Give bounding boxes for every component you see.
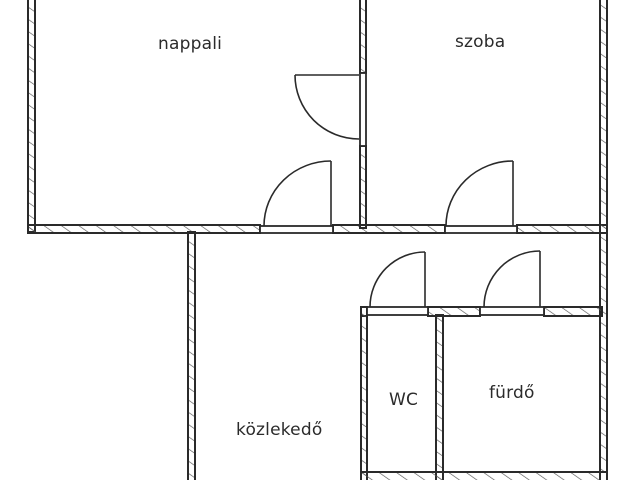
wall-nappali-left [27, 0, 36, 233]
room-label-furdo: fürdő [489, 383, 535, 403]
wall-right [599, 0, 608, 480]
room-label-kozlekedo: közlekedő [236, 420, 323, 440]
room-label-szoba: szoba [455, 32, 506, 52]
wall-bottom [360, 471, 608, 480]
door-wc[interactable] [369, 251, 426, 308]
door-nappali-corridor[interactable] [263, 160, 332, 227]
wall-nappali-szoba-lower [359, 145, 367, 229]
threshold-nappali-corridor [259, 225, 334, 234]
door-nappali-szoba[interactable] [294, 74, 360, 140]
wall-corridor-top-right [516, 224, 608, 234]
threshold-furdo [479, 306, 545, 316]
threshold-szoba-corridor [444, 225, 518, 234]
room-label-wc: WC [389, 390, 419, 410]
wall-bath-top-c [543, 306, 603, 317]
wall-wc-left [360, 306, 368, 480]
wall-nappali-szoba [359, 0, 367, 74]
threshold-wc [366, 306, 429, 316]
door-furdo[interactable] [483, 250, 541, 308]
door-swings [263, 74, 541, 308]
threshold-nappali-szoba [359, 72, 367, 147]
door-szoba-corridor[interactable] [445, 160, 514, 227]
walls [27, 0, 608, 480]
wall-wc-furdo [435, 314, 444, 480]
room-label-nappali: nappali [158, 34, 223, 54]
wall-corridor-left [187, 231, 196, 480]
door-thresholds [259, 72, 545, 316]
wall-corridor-top-mid [332, 224, 446, 234]
wall-corridor-top-left [27, 224, 261, 234]
